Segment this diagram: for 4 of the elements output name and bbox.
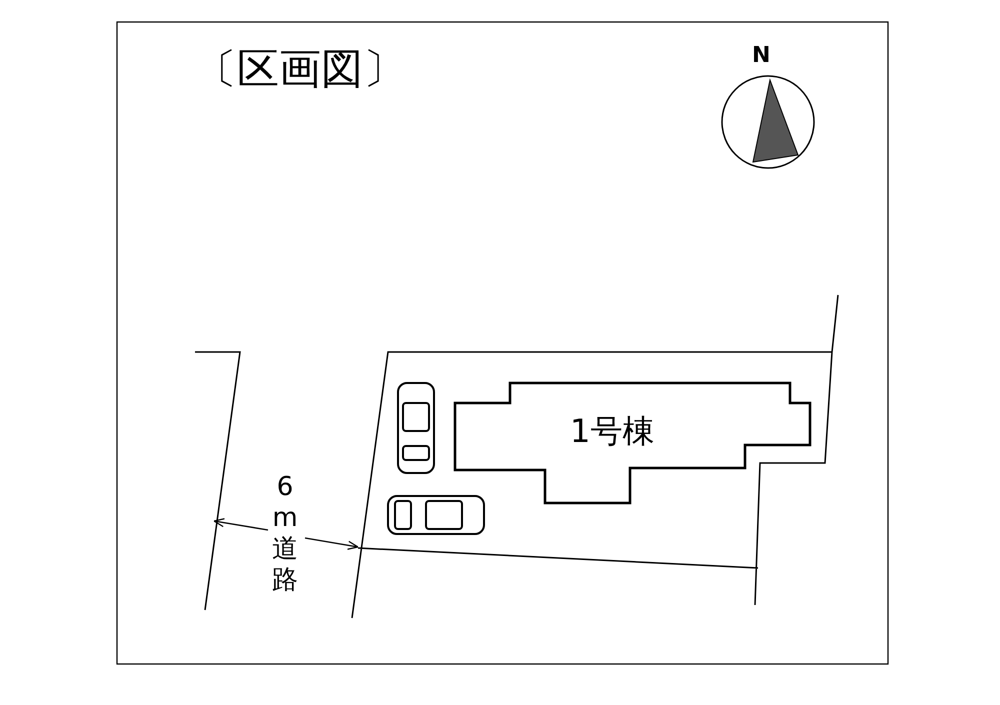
title: 〔区画図〕: [195, 44, 405, 94]
road-width-label: 6m道路: [271, 472, 299, 596]
north-label: N: [752, 44, 770, 68]
building-label: 1号棟: [570, 413, 654, 449]
